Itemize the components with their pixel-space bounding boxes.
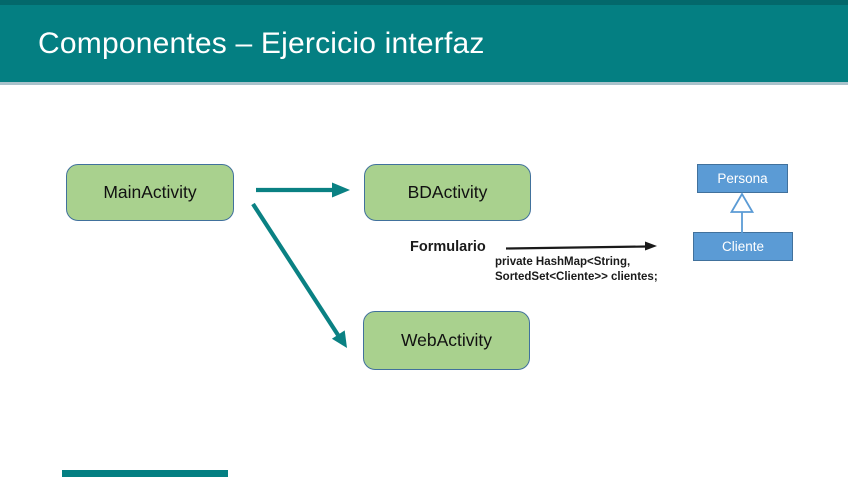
formulario-label: Formulario (410, 239, 486, 255)
arrow-formulario-to-cliente-icon (505, 241, 657, 251)
bd-activity-label: BDActivity (407, 182, 488, 202)
slide-title: Componentes – Ejercicio interfaz (38, 27, 485, 60)
code-line-1: private HashMap<String, (495, 256, 631, 268)
arrow-main-to-bd-icon (256, 182, 350, 198)
slide-title-bar: Componentes – Ejercicio interfaz (0, 0, 848, 85)
uml-cliente-class: Cliente (693, 232, 793, 261)
web-activity-node: WebActivity (363, 311, 530, 370)
code-annotation: private HashMap<String, SortedSet<Client… (495, 255, 658, 284)
uml-persona-label: Persona (717, 171, 768, 186)
uml-inheritance-connector-icon (729, 192, 755, 233)
arrow-main-to-web-icon (251, 202, 347, 348)
code-line-2: SortedSet<Cliente>> clientes; (495, 270, 658, 283)
main-activity-label: MainActivity (103, 182, 197, 202)
uml-cliente-label: Cliente (721, 239, 765, 254)
web-activity-label: WebActivity (400, 330, 493, 350)
footer-accent-bar (62, 470, 228, 477)
main-activity-node: MainActivity (66, 164, 234, 221)
uml-persona-class: Persona (697, 164, 788, 193)
bd-activity-node: BDActivity (364, 164, 531, 221)
